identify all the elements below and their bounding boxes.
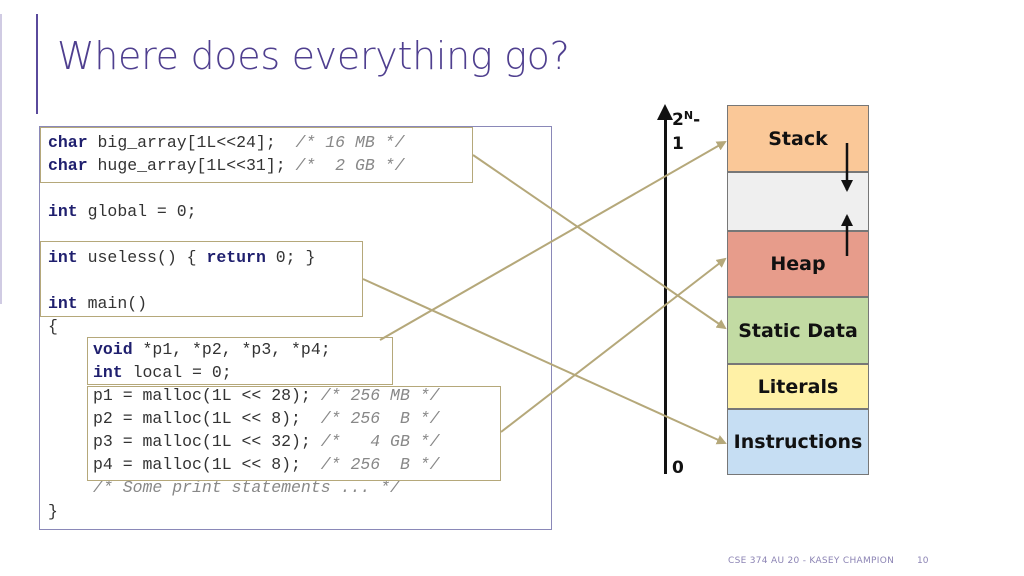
code-comment: /* Some print statements ... */ [93, 478, 400, 497]
code-text: p2 = malloc(1L << 8); [93, 409, 321, 428]
up-arrow-icon [657, 104, 673, 120]
side-accent-line [0, 14, 2, 304]
code-comment: /* 256 B */ [320, 455, 440, 474]
code-text: p1 = malloc(1L << 28); [93, 386, 321, 405]
axis-top-exponent: N [683, 109, 694, 122]
address-axis [664, 118, 667, 474]
code-text: big_array[1L<<24]; [87, 133, 296, 152]
segment-label: Static Data [738, 319, 858, 342]
code-line-pointers: void *p1, *p2, *p3, *p4; [93, 338, 331, 361]
code-keyword: char [48, 156, 88, 175]
code-text: useless() { [77, 248, 207, 267]
code-line-useless: int useless() { return 0; } [48, 246, 315, 269]
segment-instructions: Instructions [727, 409, 869, 475]
highlight-malloc-box [87, 386, 501, 481]
code-text: huge_array[1L<<31]; [87, 156, 296, 175]
code-keyword: int [48, 294, 78, 313]
segment-label: Heap [770, 253, 826, 275]
code-line-global: int global = 0; [48, 200, 197, 223]
segment-heap: Heap [727, 231, 869, 297]
segment-literals: Literals [727, 364, 869, 409]
highlight-locals-box [87, 337, 393, 385]
code-text: p4 = malloc(1L << 8); [93, 455, 321, 474]
code-text: local = 0; [122, 363, 232, 382]
axis-top-suffix: - [693, 110, 701, 130]
segment-label: Stack [768, 127, 828, 150]
highlight-functions-box [40, 241, 363, 317]
title-accent-bar [36, 14, 38, 114]
axis-top-line2: 1 [672, 134, 684, 154]
code-keyword: int [93, 363, 123, 382]
code-text: *p1, *p2, *p3, *p4; [132, 340, 331, 359]
highlight-arrays-box [40, 127, 473, 183]
page-number: 10 [917, 556, 929, 566]
code-text: 0; } [265, 248, 316, 267]
code-line-p4: p4 = malloc(1L << 8); /* 256 B */ [93, 453, 440, 476]
code-line-print-comment: /* Some print statements ... */ [93, 476, 400, 499]
code-text: p3 = malloc(1L << 32); [93, 432, 321, 451]
code-keyword: return [206, 248, 266, 267]
slide-title: Where does everything go? [57, 34, 570, 78]
segment-label: Literals [757, 375, 839, 398]
code-text: global = 0; [77, 202, 197, 221]
code-keyword: void [93, 340, 133, 359]
segment-static-data: Static Data [727, 297, 869, 364]
code-line-main: int main() [48, 292, 147, 315]
segment-gap [727, 172, 869, 231]
code-keyword: char [48, 133, 88, 152]
axis-bottom-label: 0 [672, 458, 684, 478]
code-line-close-brace: } [48, 502, 58, 521]
axis-top-base: 2 [672, 110, 684, 130]
footer-course-label: CSE 374 AU 20 - KASEY CHAMPION [728, 556, 895, 566]
code-keyword: int [48, 202, 78, 221]
segment-label: Instructions [733, 431, 863, 453]
segment-stack: Stack [727, 105, 869, 172]
axis-top-label: 2N-1 [672, 104, 700, 156]
code-text: main() [77, 294, 148, 313]
code-line-open-brace: { [48, 317, 58, 336]
code-line-local: int local = 0; [93, 361, 232, 384]
code-keyword: int [48, 248, 78, 267]
